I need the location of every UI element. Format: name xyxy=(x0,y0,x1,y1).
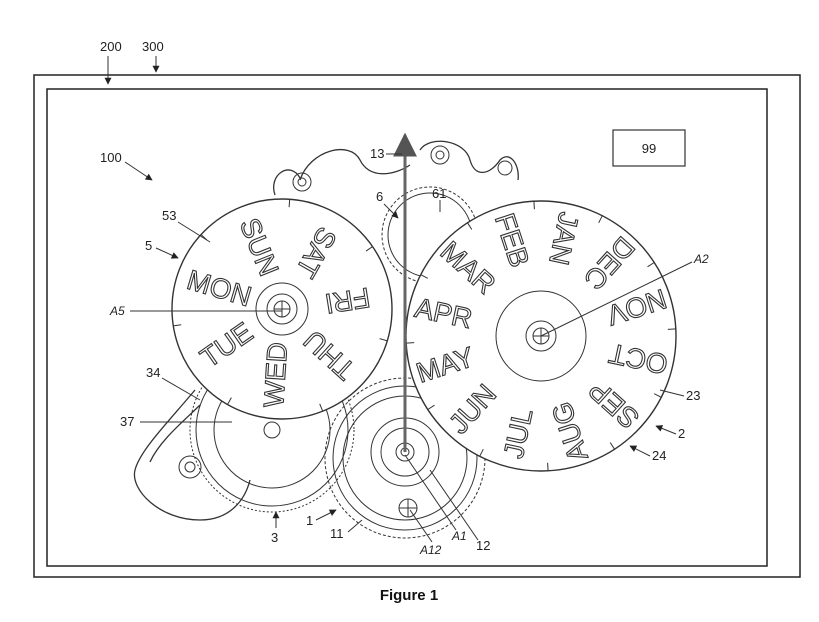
ref-3: 3 xyxy=(271,530,278,545)
month-disc-ticks xyxy=(406,201,676,471)
inner-frame xyxy=(46,88,768,567)
ref-12: 12 xyxy=(476,538,490,553)
ref-2: 2 xyxy=(678,426,685,441)
disc-tick xyxy=(319,403,324,412)
ref-1: 1 xyxy=(306,513,313,528)
ref-A1: A1 xyxy=(451,529,467,543)
ref-100: 100 xyxy=(100,150,122,165)
movement-plate xyxy=(133,140,519,521)
disc-tick xyxy=(288,199,291,208)
disc-tick xyxy=(467,222,473,230)
ref-53: 53 xyxy=(162,208,176,223)
ref-A5: A5 xyxy=(109,304,125,318)
ref-37: 37 xyxy=(120,414,134,429)
disc-tick xyxy=(598,215,603,224)
disc-tick xyxy=(379,338,388,342)
disc-tick xyxy=(647,262,655,268)
figure-caption: Figure 1 xyxy=(380,587,438,604)
disc-tick xyxy=(533,201,535,210)
disc-tick xyxy=(173,324,182,327)
disc-tick xyxy=(420,274,429,279)
ref-5: 5 xyxy=(145,238,152,253)
day-disc xyxy=(171,198,393,420)
reference-labels: 200 300 100 13 6 61 53 5 A5 A2 34 37 23 … xyxy=(100,39,709,557)
disc-tick xyxy=(479,448,484,457)
ref-A2: A2 xyxy=(693,252,709,266)
disc-word: WED xyxy=(258,341,293,408)
ref-23: 23 xyxy=(686,388,700,403)
ref-34: 34 xyxy=(146,365,160,380)
ref-13: 13 xyxy=(370,146,384,161)
ref-11: 11 xyxy=(330,526,344,541)
disc-tick xyxy=(406,342,415,344)
box-99-label: 99 xyxy=(642,141,656,156)
ref-300: 300 xyxy=(142,39,164,54)
disc-tick xyxy=(609,442,615,450)
ref-6: 6 xyxy=(376,189,383,204)
ref-200: 200 xyxy=(100,39,122,54)
disc-tick xyxy=(227,397,232,405)
disc-tick xyxy=(547,462,549,471)
disc-tick xyxy=(427,404,435,410)
ref-61: 61 xyxy=(432,186,446,201)
box-99 xyxy=(612,129,686,167)
outer-frame xyxy=(33,74,801,578)
ref-A12: A12 xyxy=(419,543,442,557)
disc-tick xyxy=(653,393,662,398)
ref-24: 24 xyxy=(652,448,666,463)
disc-word: FRI xyxy=(323,282,372,320)
disc-tick xyxy=(667,328,676,330)
disc-tick xyxy=(365,246,373,252)
